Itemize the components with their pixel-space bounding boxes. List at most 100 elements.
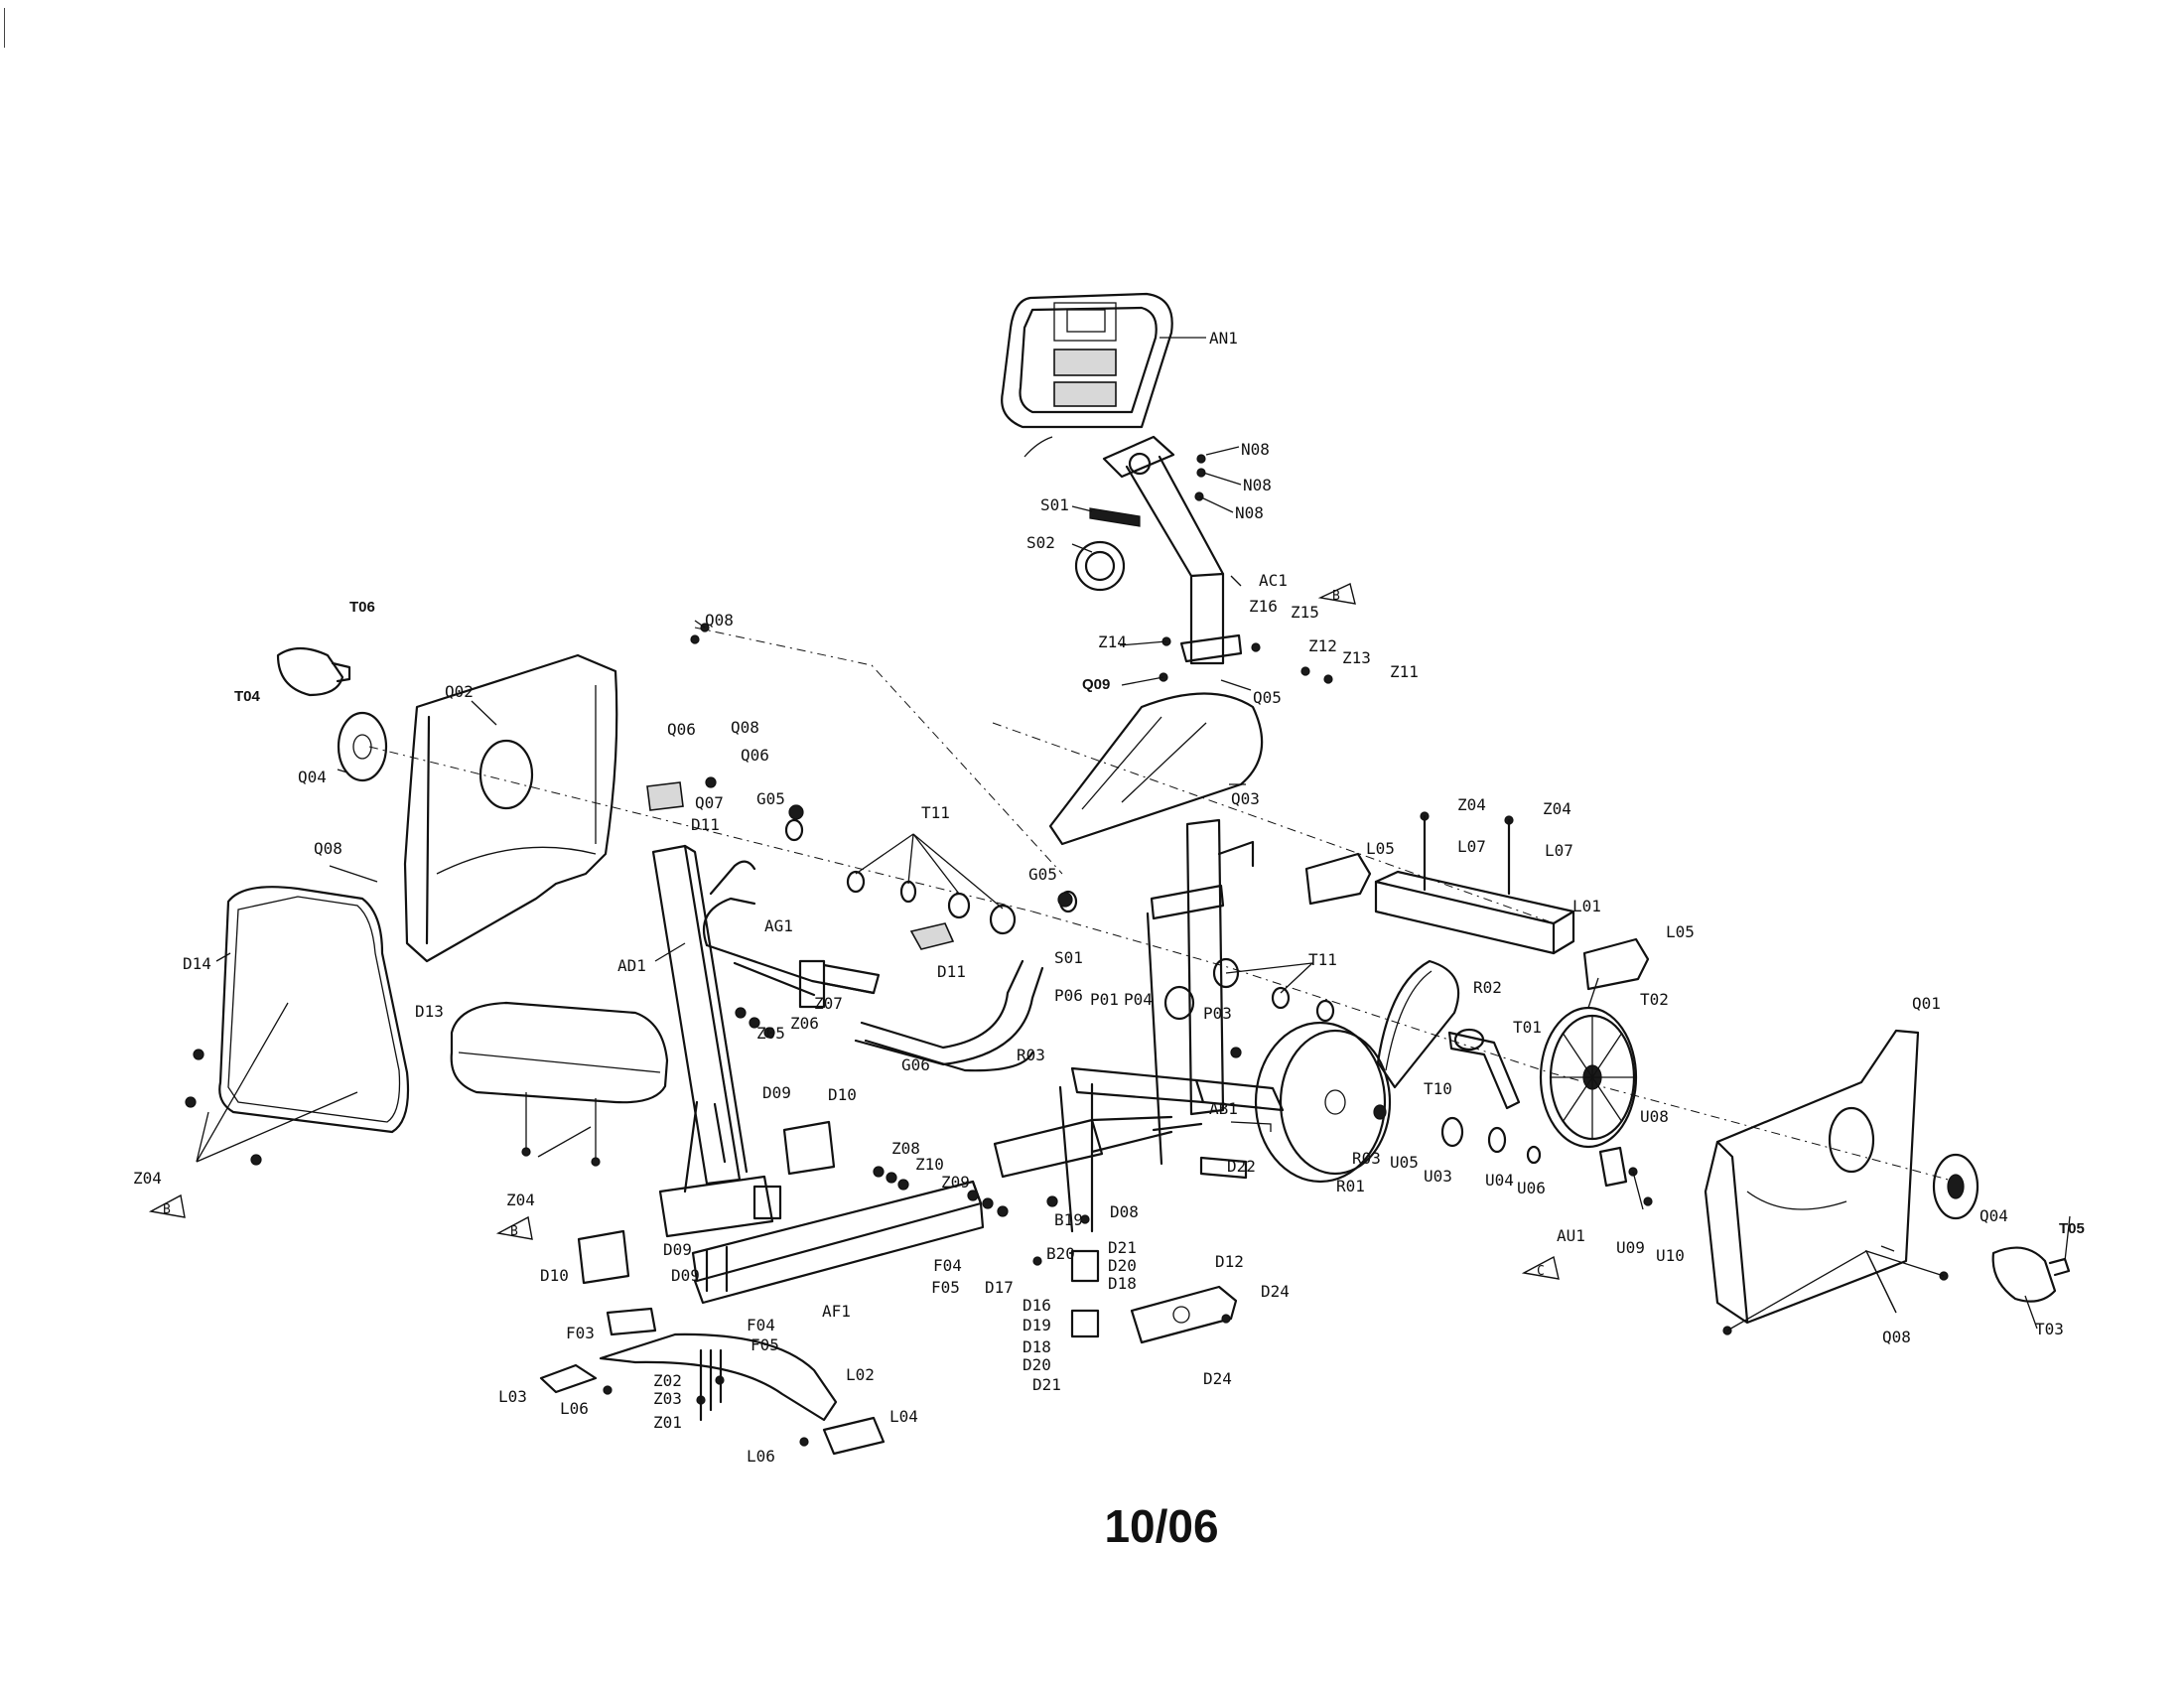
front-bumper [1130, 1285, 1238, 1344]
label-D21b: D21 [1032, 1375, 1061, 1394]
label-Q04a: Q04 [298, 768, 327, 786]
handlebar-post [1102, 435, 1243, 665]
label-Q02: Q02 [445, 682, 474, 701]
label-D20a: D20 [1108, 1256, 1137, 1275]
left-pedal [276, 646, 351, 697]
label-D11a: D11 [691, 815, 720, 834]
label-G05b: G05 [1028, 865, 1057, 884]
label-L07b: L07 [1545, 841, 1573, 860]
ref-mark-B1-text: B [1332, 589, 1340, 604]
label-Z04c: Z04 [1457, 795, 1486, 814]
label-P03: P03 [1203, 1004, 1232, 1023]
label-Z01: Z01 [653, 1413, 682, 1432]
label-S01a: S01 [1040, 495, 1069, 514]
side-handlebars [702, 860, 1044, 1072]
label-D14: D14 [183, 954, 211, 973]
label-Q05: Q05 [1253, 688, 1282, 707]
label-F04a: F04 [933, 1256, 962, 1275]
bearings-set [784, 818, 1335, 1023]
label-D11b: D11 [937, 962, 966, 981]
label-D24b: D24 [1203, 1369, 1232, 1388]
label-T11b: T11 [1308, 950, 1337, 969]
label-N08a: N08 [1241, 440, 1270, 459]
stabilizer-end-caps [1304, 852, 1650, 991]
label-Q08d: Q08 [1882, 1328, 1911, 1346]
label-D17: D17 [985, 1278, 1014, 1297]
label-F03: F03 [566, 1324, 595, 1342]
label-Q03: Q03 [1231, 789, 1260, 808]
label-T02: T02 [1640, 990, 1669, 1009]
end-caps [577, 1120, 836, 1285]
label-Z14: Z14 [1098, 632, 1127, 651]
label-S01b: S01 [1054, 948, 1083, 967]
label-G06: G06 [901, 1055, 930, 1074]
label-D24a: D24 [1261, 1282, 1290, 1301]
ref-mark-B3 [495, 1215, 533, 1240]
label-Q06b: Q06 [741, 746, 769, 765]
label-AN1: AN1 [1209, 329, 1238, 348]
label-S02: S02 [1026, 533, 1055, 552]
label-P04: P04 [1124, 990, 1153, 1009]
label-AF1: AF1 [822, 1302, 851, 1321]
right-crank-cover-disc [1932, 1153, 1979, 1220]
label-L05a: L05 [1366, 839, 1395, 858]
label-U03: U03 [1424, 1167, 1452, 1186]
scan-edge-mark [4, 8, 5, 48]
label-L06b: L06 [747, 1447, 775, 1466]
page-code: 10/06 [1104, 1500, 1219, 1552]
label-D21a: D21 [1108, 1238, 1137, 1257]
label-Q08c: Q08 [314, 839, 342, 858]
label-Z15: Z15 [1291, 603, 1319, 622]
label-D20b: D20 [1023, 1355, 1051, 1374]
right-side-cover [1704, 1029, 1920, 1325]
reference-triangles: B B B C [148, 583, 1560, 1280]
label-U09: U09 [1616, 1238, 1645, 1257]
label-D16: D16 [1023, 1296, 1051, 1315]
label-Q08a: Q08 [705, 611, 734, 630]
label-F05b: F05 [751, 1335, 779, 1354]
label-AG1: AG1 [764, 916, 793, 935]
fasteners [185, 454, 1949, 1447]
mount-bracket [646, 781, 955, 950]
label-T06: T06 [349, 599, 375, 616]
label-T05: T05 [2059, 1220, 2085, 1237]
label-L02: L02 [846, 1365, 875, 1384]
ref-mark-B2-text: B [163, 1202, 171, 1217]
label-Z04d: Z04 [1543, 799, 1571, 818]
label-B19: B19 [1054, 1210, 1083, 1229]
left-side-cover [403, 653, 618, 963]
front-stabilizer [1374, 870, 1575, 955]
label-F04b: F04 [747, 1316, 775, 1334]
label-R03b: R03 [1352, 1149, 1381, 1168]
label-D19: D19 [1023, 1316, 1051, 1334]
drive-pulley [1539, 1006, 1638, 1149]
label-D09c: D09 [671, 1266, 700, 1285]
seat-cushion [450, 1001, 669, 1162]
label-R03a: R03 [1017, 1046, 1045, 1064]
label-Z13: Z13 [1342, 648, 1371, 667]
adjuster-stack [1058, 1082, 1100, 1338]
label-U05: U05 [1390, 1153, 1419, 1172]
label-Z04b: Z04 [506, 1191, 535, 1209]
label-AU1: AU1 [1557, 1226, 1585, 1245]
label-D18a: D18 [1108, 1274, 1137, 1293]
ref-mark-B3-text: B [510, 1224, 518, 1239]
label-Z03: Z03 [653, 1389, 682, 1408]
label-AD1: AD1 [617, 956, 646, 975]
part-labels: AN1 N08 N08 N08 S01 S02 AC1 Z16 Z15 Z14 … [133, 329, 2085, 1466]
label-AB1: AB1 [1209, 1099, 1238, 1118]
label-D12: D12 [1215, 1252, 1244, 1271]
label-T11a: T11 [921, 803, 950, 822]
left-crank-cover-disc [337, 711, 388, 782]
label-Z02: Z02 [653, 1371, 682, 1390]
label-Z09: Z09 [941, 1173, 970, 1192]
label-Q09: Q09 [1082, 676, 1110, 693]
label-G05a: G05 [756, 789, 785, 808]
label-L04: L04 [889, 1407, 918, 1426]
label-Q04b: Q04 [1979, 1206, 2008, 1225]
right-pedal [1991, 1246, 2071, 1303]
frame-base [993, 1066, 1285, 1180]
label-Z07: Z07 [814, 994, 843, 1013]
idler-parts [1373, 1104, 1628, 1188]
